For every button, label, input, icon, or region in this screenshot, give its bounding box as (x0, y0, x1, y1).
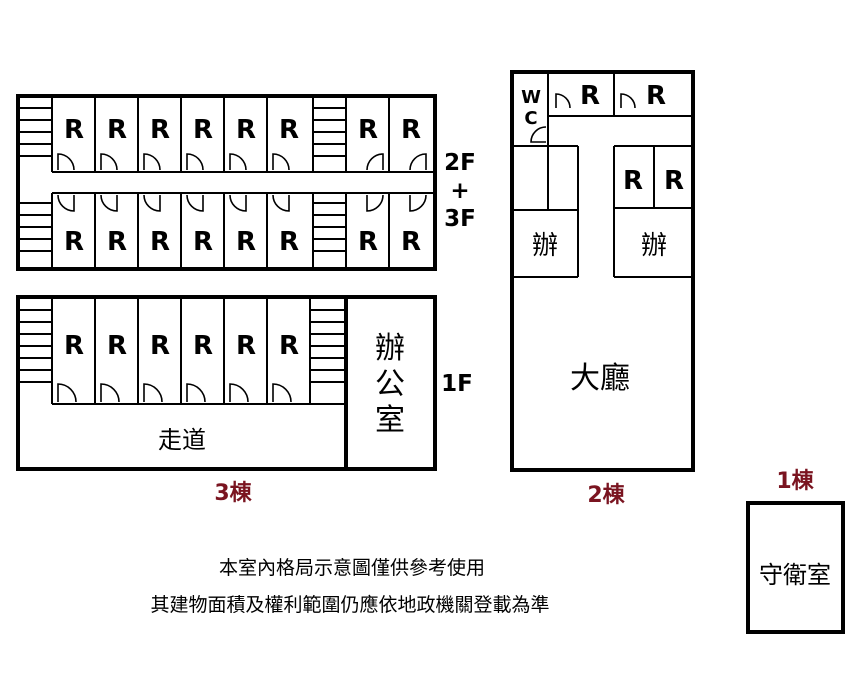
room-label: R (64, 331, 84, 361)
door-icon (229, 383, 249, 403)
notice-line: 本室內格局示意圖僅供參考使用 (219, 557, 485, 579)
office-label: 公 (375, 367, 405, 402)
floor-label-plus: + (450, 178, 469, 204)
room-label: R (580, 81, 600, 111)
stair-icon (18, 96, 53, 269)
room-label: R (107, 115, 127, 145)
room-label: R (646, 81, 666, 111)
room-label: R (279, 115, 299, 145)
door-icon (57, 194, 75, 212)
stair-icon (18, 297, 53, 404)
room-label: R (236, 227, 256, 257)
room-label: R (150, 331, 170, 361)
room-label: R (150, 227, 170, 257)
office-label: 辦 (375, 331, 405, 366)
building2-plan: W C R R 辦 R R 辦 大廳 (510, 70, 695, 472)
office-label: 室 (375, 403, 405, 438)
room-label: R (150, 115, 170, 145)
door-icon (272, 383, 292, 403)
door-icon (100, 194, 118, 212)
room-label: R (64, 115, 84, 145)
building-name: 2棟 (587, 482, 625, 508)
wc-label: C (524, 108, 537, 129)
corridor-label: 走道 (158, 426, 206, 454)
room-label: R (64, 227, 84, 257)
room-label: R (193, 115, 213, 145)
room-label: R (664, 166, 684, 196)
door-icon (620, 93, 636, 109)
stair-icon (309, 297, 346, 404)
room-label: R (236, 331, 256, 361)
door-icon (186, 383, 206, 403)
room-label: R (193, 331, 213, 361)
door-icon (555, 93, 571, 109)
room-label: R (236, 115, 256, 145)
floor-label-2f: 2F (444, 150, 476, 176)
notice-line: 其建物面積及權利範圍仍應依地政機關登載為準 (150, 593, 549, 616)
room-label: R (401, 115, 421, 145)
office-label: 辦 (641, 231, 667, 261)
room-label: R (107, 331, 127, 361)
floor-label-1f: 1F (441, 371, 473, 397)
room-label: R (107, 227, 127, 257)
building-name: 3棟 (214, 480, 252, 506)
building1-plan: 守衛室 (746, 501, 845, 634)
door-icon (272, 153, 290, 171)
lobby-label: 大廳 (570, 361, 630, 396)
room-label: R (358, 227, 378, 257)
door-icon (229, 194, 247, 212)
room-label: R (358, 115, 378, 145)
building3-upper-floor: R R R R R R R R R R R R R R R R 2F + 3F (16, 94, 476, 271)
room-label: R (193, 227, 213, 257)
room-label: R (279, 331, 299, 361)
door-icon (143, 383, 163, 403)
door-icon (229, 153, 247, 171)
office-label: 辦 (532, 231, 558, 261)
stair-icon (312, 96, 347, 269)
building3-ground-floor: R R R R R R 走道 辦 公 室 1F (16, 295, 473, 471)
room-label: R (401, 227, 421, 257)
room-label: R (279, 227, 299, 257)
door-icon (57, 153, 75, 171)
wc-label: W (521, 87, 541, 108)
door-icon (409, 153, 427, 171)
door-icon (100, 383, 120, 403)
door-icon (143, 153, 161, 171)
guard-room-label: 守衛室 (759, 561, 831, 589)
room-label: R (623, 166, 643, 196)
building-name: 1棟 (776, 468, 814, 494)
door-icon (409, 194, 427, 212)
door-icon (366, 153, 384, 171)
door-icon (186, 194, 204, 212)
door-icon (186, 153, 204, 171)
door-icon (57, 383, 77, 403)
door-icon (530, 126, 547, 143)
door-icon (100, 153, 118, 171)
door-icon (143, 194, 161, 212)
door-icon (272, 194, 290, 212)
door-icon (366, 194, 384, 212)
floor-label-3f: 3F (444, 206, 476, 232)
